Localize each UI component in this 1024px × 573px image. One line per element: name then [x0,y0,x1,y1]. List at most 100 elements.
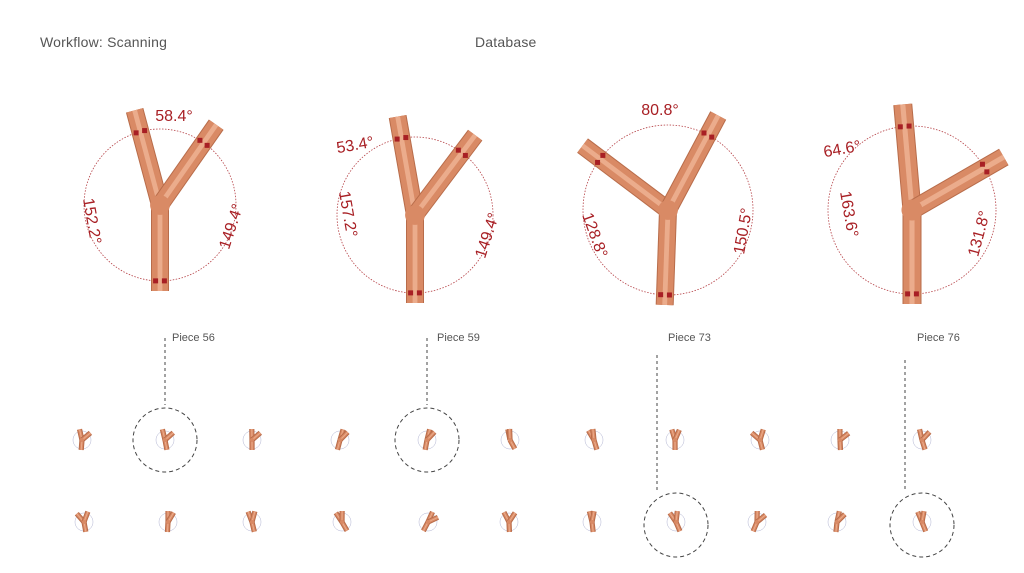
y-piece-branch-highlight [395,116,418,216]
angle-marker [905,291,911,297]
angle-label: 58.4° [155,108,193,125]
database-thumbnail [912,510,932,533]
angle-circle [83,128,237,282]
angle-marker [658,292,664,298]
angle-marker [984,169,990,175]
y-piece-branch-highlight [665,114,721,212]
thumbnail-y-piece [74,510,91,533]
database-thumbnail [747,510,768,533]
thumbnail-y-piece [833,510,847,533]
angle-label: 149.4° [216,202,247,251]
angle-marker [408,290,414,296]
workflow-title: Workflow: Scanning [40,34,168,50]
angle-marker [161,278,167,284]
angle-marker [133,130,139,136]
thumbnail-y-piece [164,510,176,533]
thumbnail-y-piece [586,428,600,451]
thumb-junction [82,520,86,524]
piece-56-large: 58.4° 149.4° 152.2° [79,108,247,291]
database-thumbnail [242,428,263,451]
angle-label: 150.5° [731,207,756,256]
piece-label-59: Piece 59 [437,332,480,344]
database-thumbnail [666,510,686,533]
thumbnail-y-piece [750,510,768,533]
thumbnail-y-piece [669,428,682,451]
angle-label: 152.2° [79,197,104,246]
database-thumbnail [158,510,178,533]
y-piece-branch-highlight [900,104,915,211]
angle-marker [600,152,606,158]
database-thumbnail [584,428,604,451]
thumbnail-y-piece [505,428,518,451]
thumbnail-y-piece [586,510,597,533]
angle-marker [197,137,203,143]
thumb-junction [838,438,842,442]
angle-marker [153,278,159,284]
thumb-junction [507,520,511,524]
angle-label: 53.4° [335,134,375,157]
piece-label-73: Piece 73 [668,332,711,344]
y-piece-branch-highlight [662,209,671,306]
database-thumbnail [72,428,93,451]
angle-marker [204,142,210,148]
thumb-junction [592,438,596,442]
y-piece-branch-highlight [132,109,163,206]
database-thumbnail [582,510,602,533]
thumbnail-y-piece [501,511,518,533]
thumb-junction [166,520,170,524]
database-thumbnail [665,428,685,451]
thumbnail-y-piece [421,510,440,533]
database-thumbnail [830,428,851,451]
thumbnail-y-piece [917,428,932,451]
database-thumbnail [499,511,519,533]
thumb-junction [920,438,924,442]
thumbnail-y-piece [333,510,350,532]
angle-marker [403,135,409,141]
angle-marker [666,292,672,298]
angle-label: 131.8° [965,209,993,258]
database-thumbnail [155,428,175,451]
thumb-junction [758,438,762,442]
angle-marker [897,124,903,130]
y-piece-junction [901,199,923,221]
thumb-junction [80,438,84,442]
thumbnail-angle-circle [418,512,438,532]
angle-label: 80.8° [641,102,679,119]
thumb-junction [425,438,429,442]
angle-circle [827,125,997,295]
y-piece-branch-highlight [158,123,219,207]
database-thumbnail [74,510,94,533]
thumb-junction [835,520,839,524]
angle-marker [394,136,400,142]
database-thumbnail [330,428,350,451]
thumbnail-y-piece [667,510,683,533]
highlight-circle [132,407,198,473]
thumbnail-y-piece [159,428,175,451]
angle-marker [416,290,422,296]
database-thumbnail [912,428,932,451]
thumbnail-y-piece [334,428,350,451]
piece-73-large: 80.8°150.5°128.8° [577,102,756,306]
piece-76-large: 64.6°131.8°163.6° [822,103,1009,304]
angle-marker [455,147,461,153]
thumb-junction [340,520,344,524]
database-title: Database [475,34,537,50]
y-piece-branch-highlight [413,133,478,217]
angle-label: 64.6° [822,138,862,161]
database-thumbnail [418,510,440,533]
y-piece-branch-highlight [581,143,670,212]
angle-label: 149.4° [472,211,503,260]
database-thumbnail [500,428,520,451]
angle-marker [595,159,601,165]
database-thumbnail [827,510,847,533]
thumbnail-y-piece [76,428,93,451]
y-piece-junction [405,205,425,225]
thumb-junction [508,438,512,442]
highlight-circle [643,492,709,558]
angle-marker [709,134,715,140]
database-thumbnail [749,428,770,451]
database-thumbnail [242,510,262,533]
thumb-junction [920,520,924,524]
thumb-junction [673,438,677,442]
